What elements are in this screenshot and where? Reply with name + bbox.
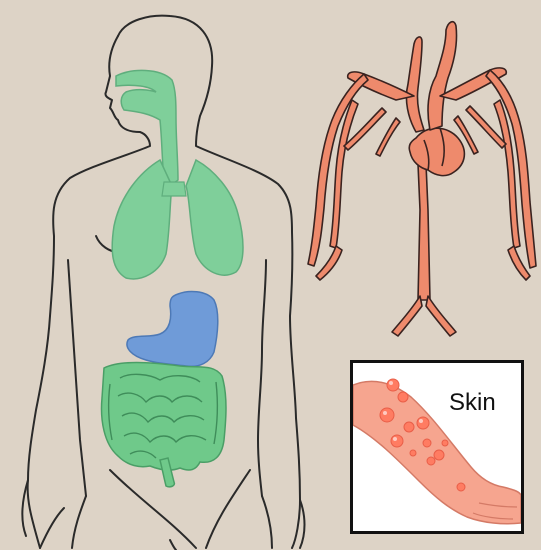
skin-label: Skin bbox=[449, 389, 496, 417]
heart-vessels-icon bbox=[308, 22, 536, 336]
arm-rash-icon bbox=[353, 363, 521, 531]
intestines-icon bbox=[102, 363, 226, 487]
stomach-icon bbox=[127, 292, 218, 367]
skin-panel: Skin bbox=[350, 360, 524, 534]
lungs-icon bbox=[112, 70, 243, 278]
